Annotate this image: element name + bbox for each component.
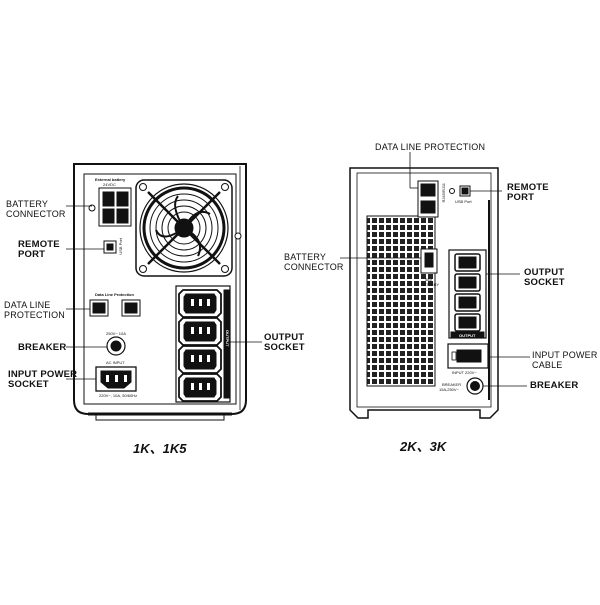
right-output-text: OUTPUT: [459, 333, 476, 338]
left-ups-unit: [73, 163, 247, 421]
right-breaker-text: BREAKER 15A,250V~: [439, 382, 461, 392]
right-input-text: INPUT 220V~: [452, 370, 477, 375]
label-line: BREAKER: [442, 382, 462, 387]
left-input-power-socket-label: INPUT POWER SOCKET: [8, 370, 77, 390]
right-data-line-protection-label: DATA LINE PROTECTION: [375, 142, 486, 152]
breaker-rating-text: 250V~ 10A: [106, 331, 126, 336]
left-data-line-protection-label: DATA LINE PROTECTION: [4, 300, 65, 320]
right-usb-port-icon: [449, 185, 471, 197]
right-usb-port-text: USB Port: [455, 199, 472, 204]
right-ventilation-grille: [366, 215, 436, 387]
label-line: 15A,250V~: [439, 387, 459, 392]
ac-input-text: AC INPUT: [106, 360, 125, 365]
right-breaker-label: BREAKER: [530, 380, 579, 391]
right-battery-connector-label: BATTERY CONNECTOR: [284, 252, 344, 272]
battery-voltage-text: 24VDC: [103, 182, 116, 187]
right-output-sockets-icon: [448, 249, 487, 339]
fan-icon: [135, 179, 233, 277]
label-line: SOCKET: [524, 277, 565, 288]
label-line: CONNECTOR: [284, 262, 344, 272]
right-leader-lines: [340, 152, 530, 387]
right-unit-caption: 2K、3K: [400, 439, 447, 454]
right-ups-unit: [349, 167, 499, 419]
right-output-socket-label: OUTPUT SOCKET: [524, 268, 565, 288]
left-usb-port-icon: [103, 240, 117, 254]
label-line: BATTERY: [421, 282, 440, 287]
left-output-text: OUTPUT: [225, 330, 230, 347]
left-breaker-icon: [106, 336, 126, 356]
label-line: PROTECTION: [4, 310, 66, 320]
label-line: BATTERY: [284, 252, 327, 262]
left-battery-connector-icon: [98, 187, 132, 227]
left-remote-port-label: REMOTE PORT: [18, 240, 60, 260]
label-line: REMOTE: [507, 182, 549, 193]
left-output-socket-label: OUTPUT SOCKET: [264, 333, 305, 353]
right-battery-text: 48V BATTERY: [421, 277, 439, 287]
left-usb-port-text: USB Port: [118, 238, 123, 255]
left-unit-caption: 1K、1K5: [133, 441, 187, 456]
left-rear-panel: [83, 173, 237, 405]
label-line: DATA LINE: [4, 300, 51, 310]
left-leader-lines: [66, 205, 262, 380]
left-output-sockets-icon: [175, 285, 231, 403]
label-line: INPUT POWER: [532, 350, 598, 360]
right-rear-panel: [356, 172, 492, 408]
label-line: 48V: [425, 277, 433, 282]
label-line: OUTPUT: [524, 267, 565, 278]
left-battery-connector-label: BATTERY CONNECTOR: [6, 199, 66, 219]
label-line: REMOTE: [18, 239, 60, 250]
label-line: INPUT POWER: [8, 369, 78, 380]
left-breaker-label: BREAKER: [18, 342, 67, 353]
left-data-line-text: Data Line Protection: [95, 292, 134, 297]
right-input-power-cable-label: INPUT POWER CABLE: [532, 350, 598, 370]
label-line: SOCKET: [264, 342, 305, 353]
label-line: SOCKET: [8, 379, 49, 390]
left-input-socket-icon: [95, 366, 137, 392]
right-battery-connector-icon: [420, 248, 438, 274]
label-line: PORT: [507, 192, 535, 203]
right-breaker-icon: [466, 377, 484, 395]
external-battery-text: External battery: [95, 177, 126, 182]
input-rating-text: 220V~, 10A, 50/60Hz: [99, 393, 138, 398]
label-line: BATTERY: [6, 199, 49, 209]
label-line: CONNECTOR: [6, 209, 66, 219]
label-line: OUTPUT: [264, 332, 305, 343]
right-data-line-text: RJ45/RJ11: [441, 183, 446, 203]
right-ups-housing: [349, 167, 499, 419]
right-data-line-ports-icon: [417, 180, 439, 218]
right-remote-port-label: REMOTE PORT: [507, 183, 549, 203]
label-line: CABLE: [532, 360, 563, 370]
left-data-line-ports-icon: [89, 299, 141, 317]
right-input-cable-icon: [447, 343, 489, 369]
label-line: PORT: [18, 249, 46, 260]
